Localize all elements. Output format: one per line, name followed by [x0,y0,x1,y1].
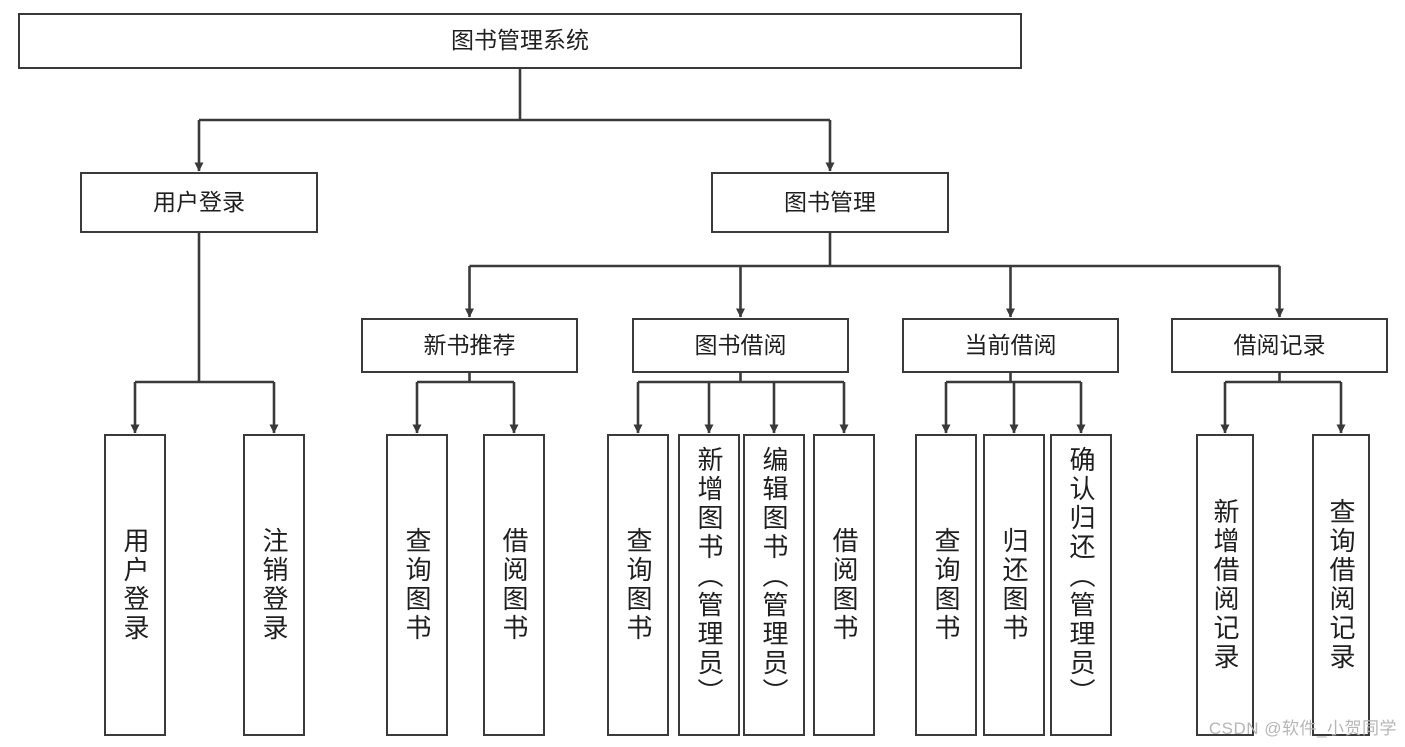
leaf-query-book-2-label: 查询图书 [623,527,653,643]
leaf-borrow-book-2-label: 借阅图书 [829,527,859,643]
leaf-confirm-return[interactable]: 确认归还（管理员） [1050,434,1112,736]
node-book-manage-label: 图书管理 [784,188,876,215]
leaf-user-login[interactable]: 用户登录 [104,434,166,736]
leaf-logout-label: 注销登录 [259,527,289,643]
node-root[interactable]: 图书管理系统 [18,13,1022,69]
node-new-book-recommend[interactable]: 新书推荐 [361,318,578,373]
node-current-borrow[interactable]: 当前借阅 [902,318,1119,373]
node-new-book-recommend-label: 新书推荐 [423,331,516,358]
leaf-borrow-book-1[interactable]: 借阅图书 [483,434,545,736]
leaf-borrow-book-1-label: 借阅图书 [499,527,529,643]
node-book-borrow[interactable]: 图书借阅 [632,318,849,373]
leaf-query-book-3-label: 查询图书 [931,527,961,643]
leaf-add-borrow-record-label: 新增借阅记录 [1210,498,1240,672]
leaf-query-borrow-record-label: 查询借阅记录 [1326,498,1356,672]
leaf-user-login-label: 用户登录 [120,527,150,643]
leaf-query-borrow-record[interactable]: 查询借阅记录 [1312,434,1370,736]
leaf-return-book[interactable]: 归还图书 [983,434,1045,736]
leaf-edit-book[interactable]: 编辑图书（管理员） [743,434,805,736]
leaf-query-book-3[interactable]: 查询图书 [915,434,977,736]
leaf-add-book-label: 新增图书（管理员） [694,446,724,707]
node-book-borrow-label: 图书借阅 [694,331,787,358]
leaf-add-book[interactable]: 新增图书（管理员） [678,434,740,736]
leaf-return-book-label: 归还图书 [999,527,1029,643]
node-borrow-record[interactable]: 借阅记录 [1171,318,1388,373]
leaf-edit-book-label: 编辑图书（管理员） [759,446,789,707]
node-user-login-label: 用户登录 [153,188,245,215]
watermark: CSDN @软件_小贺同学 [1208,719,1397,738]
node-user-login[interactable]: 用户登录 [80,172,318,233]
leaf-query-book-2[interactable]: 查询图书 [607,434,669,736]
leaf-add-borrow-record[interactable]: 新增借阅记录 [1196,434,1254,736]
leaf-borrow-book-2[interactable]: 借阅图书 [813,434,875,736]
leaf-logout[interactable]: 注销登录 [243,434,305,736]
leaf-query-book-1[interactable]: 查询图书 [386,434,448,736]
leaf-query-book-1-label: 查询图书 [402,527,432,643]
node-root-label: 图书管理系统 [451,27,589,54]
node-book-manage[interactable]: 图书管理 [711,172,949,233]
leaf-confirm-return-label: 确认归还（管理员） [1066,446,1096,707]
node-borrow-record-label: 借阅记录 [1233,331,1326,358]
node-current-borrow-label: 当前借阅 [964,331,1057,358]
